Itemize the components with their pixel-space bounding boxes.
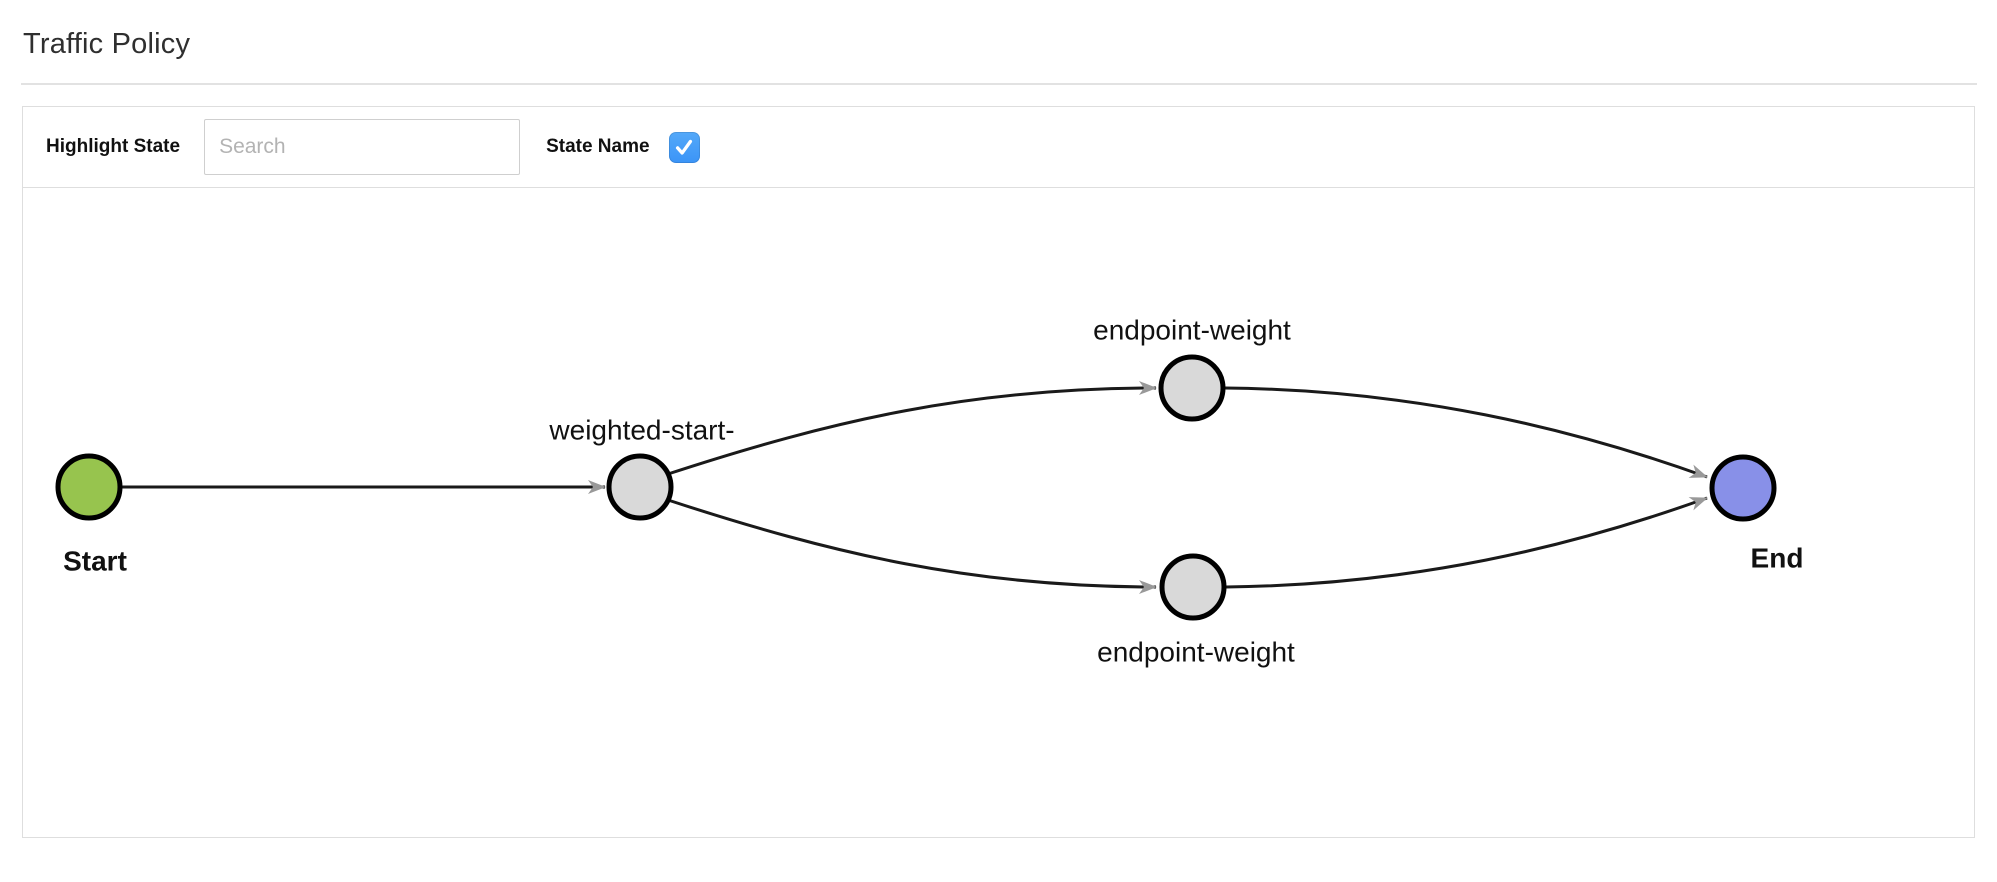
node-endpoint-weight-bottom[interactable] — [1159, 553, 1227, 621]
node-endpoint-weight-top[interactable] — [1158, 354, 1226, 422]
node-label-weighted-start: weighted-start- — [548, 415, 734, 446]
diagram-canvas[interactable]: Start weighted-start-endpoint-weight endpo… — [22, 187, 1975, 838]
node-label-start: Start — [63, 546, 127, 577]
highlight-state-search-input[interactable] — [204, 119, 521, 175]
node-weighted-start[interactable] — [606, 453, 674, 521]
traffic-policy-graph: Start weighted-start-endpoint-weight endpo… — [55, 315, 1804, 668]
node-label-endpoint-weight-top: endpoint-weight — [1093, 315, 1291, 346]
toolbar: Highlight State State Name — [22, 106, 1975, 188]
highlight-state-label: Highlight State — [46, 136, 181, 157]
edge-endpoint-weight-bottom-to-end — [1225, 496, 1708, 589]
edge-endpoint-weight-top-to-end — [1224, 386, 1708, 479]
state-name-label: State Name — [546, 136, 650, 157]
state-name-checkbox[interactable] — [668, 131, 700, 163]
node-start[interactable] — [55, 453, 123, 521]
node-end[interactable] — [1709, 454, 1777, 522]
page-title: Traffic Policy — [23, 28, 191, 60]
edge-weighted-start-to-endpoint-weight-bottom — [667, 498, 1157, 594]
edge-weighted-start-to-endpoint-weight-top — [667, 381, 1157, 476]
node-label-endpoint-weight-bottom: endpoint-weight — [1097, 637, 1295, 668]
checkmark-icon — [675, 139, 693, 155]
header-divider — [21, 83, 1977, 85]
node-label-end: End — [1751, 543, 1804, 574]
